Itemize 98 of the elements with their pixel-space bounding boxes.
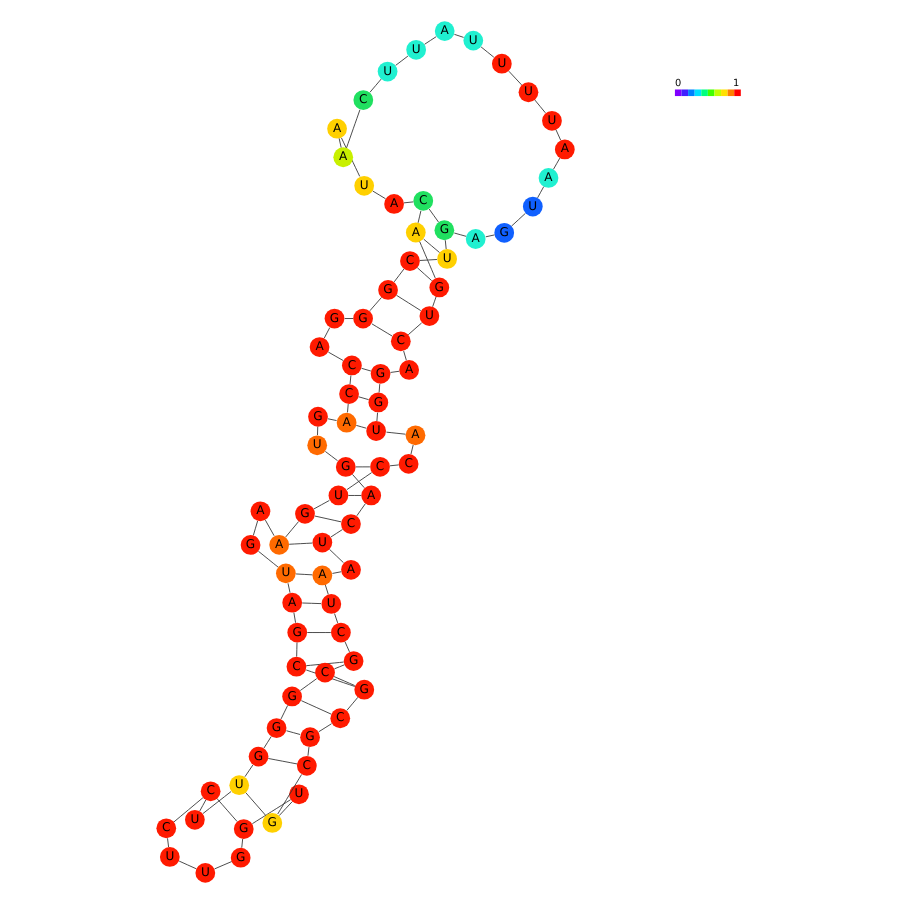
connector <box>368 78 381 93</box>
connector <box>332 676 355 686</box>
connector <box>251 520 258 536</box>
connector <box>360 367 371 372</box>
connector <box>198 799 206 812</box>
connector <box>385 431 405 435</box>
connector <box>305 632 331 633</box>
connector <box>346 495 361 496</box>
connector <box>294 573 312 576</box>
connector <box>452 33 464 38</box>
connector <box>292 612 295 624</box>
connector <box>213 861 231 870</box>
connector <box>375 412 377 422</box>
connector <box>370 323 392 337</box>
connector <box>262 736 271 749</box>
connector <box>243 764 253 778</box>
connector <box>418 259 437 261</box>
connector <box>298 678 317 691</box>
connector <box>388 464 399 467</box>
connector <box>304 669 355 687</box>
connector <box>452 232 466 237</box>
connector <box>331 571 341 574</box>
connector <box>279 704 288 720</box>
connector <box>355 503 365 517</box>
connector <box>479 46 494 58</box>
connector <box>286 582 290 594</box>
connector <box>395 294 421 312</box>
connector <box>333 664 344 670</box>
connector <box>416 210 421 224</box>
connector <box>345 109 360 149</box>
connector <box>295 642 297 658</box>
connector <box>322 327 330 339</box>
connector <box>346 403 348 413</box>
connector <box>317 723 331 733</box>
connector <box>415 267 432 281</box>
connector <box>394 55 408 66</box>
connector <box>304 661 344 667</box>
connector <box>323 451 337 462</box>
connector <box>368 297 381 312</box>
connector <box>312 500 329 510</box>
connector <box>285 730 300 735</box>
connector <box>406 322 422 336</box>
connector <box>348 375 351 385</box>
connector <box>299 700 331 715</box>
connector <box>422 238 439 253</box>
connector <box>431 296 436 308</box>
connector <box>287 542 312 545</box>
connector <box>351 474 364 489</box>
connector <box>402 350 406 361</box>
connector <box>323 584 328 595</box>
connector <box>536 186 544 199</box>
connector <box>345 472 372 491</box>
connector <box>484 234 494 238</box>
connector <box>443 239 446 250</box>
connector <box>507 70 522 86</box>
connector <box>277 801 292 817</box>
connector <box>266 758 297 765</box>
connector <box>343 641 349 653</box>
connector <box>284 521 298 538</box>
connector <box>177 860 196 870</box>
connector <box>392 268 404 283</box>
connector <box>326 351 343 362</box>
connector <box>328 548 343 564</box>
connector <box>306 746 309 757</box>
connector <box>300 602 321 605</box>
connector <box>354 424 366 429</box>
connector <box>343 318 353 319</box>
connector <box>345 696 358 711</box>
connector <box>276 774 302 815</box>
connector <box>554 129 561 141</box>
connector <box>402 201 413 204</box>
connector <box>552 157 560 170</box>
connector <box>533 99 545 114</box>
connector <box>215 798 237 822</box>
connector <box>357 396 369 401</box>
connector <box>423 36 436 45</box>
connector <box>240 838 243 849</box>
connector <box>313 515 341 523</box>
connector <box>250 799 291 825</box>
connector <box>329 529 342 538</box>
connector <box>201 791 231 814</box>
connector <box>172 797 203 823</box>
connector <box>166 837 169 848</box>
connector <box>389 370 399 373</box>
connector <box>409 444 413 455</box>
connector <box>244 792 266 816</box>
connector <box>263 519 274 537</box>
connector <box>256 550 278 568</box>
connector <box>316 426 318 436</box>
connector <box>326 418 337 421</box>
connector <box>340 137 360 177</box>
connector <box>333 613 338 624</box>
connector <box>371 190 386 200</box>
connector <box>377 383 380 393</box>
connector <box>427 208 439 223</box>
connector <box>418 241 435 279</box>
connector <box>337 137 341 148</box>
connector <box>510 213 525 227</box>
